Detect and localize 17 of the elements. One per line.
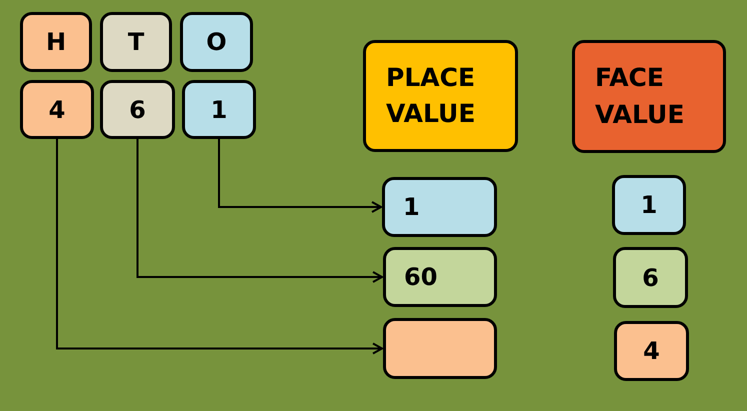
number-card: 60 (383, 247, 497, 307)
elbow-arrow (218, 139, 382, 213)
number-card: 6 (100, 80, 175, 139)
number-card: 1 (612, 175, 686, 235)
number-card: 1 (382, 177, 497, 237)
number-card: FACE VALUE (572, 40, 726, 153)
number-card: H (20, 12, 92, 72)
elbow-arrow (56, 139, 383, 354)
number-card: 4 (20, 80, 94, 139)
number-card: 4 (614, 321, 689, 381)
number-card: O (180, 12, 253, 72)
number-card: PLACE VALUE (363, 40, 518, 152)
empty-answer-box (383, 318, 497, 379)
elbow-arrow (136, 139, 383, 283)
number-card: 1 (182, 80, 256, 139)
number-card: T (100, 12, 172, 72)
number-card: 6 (613, 247, 688, 308)
